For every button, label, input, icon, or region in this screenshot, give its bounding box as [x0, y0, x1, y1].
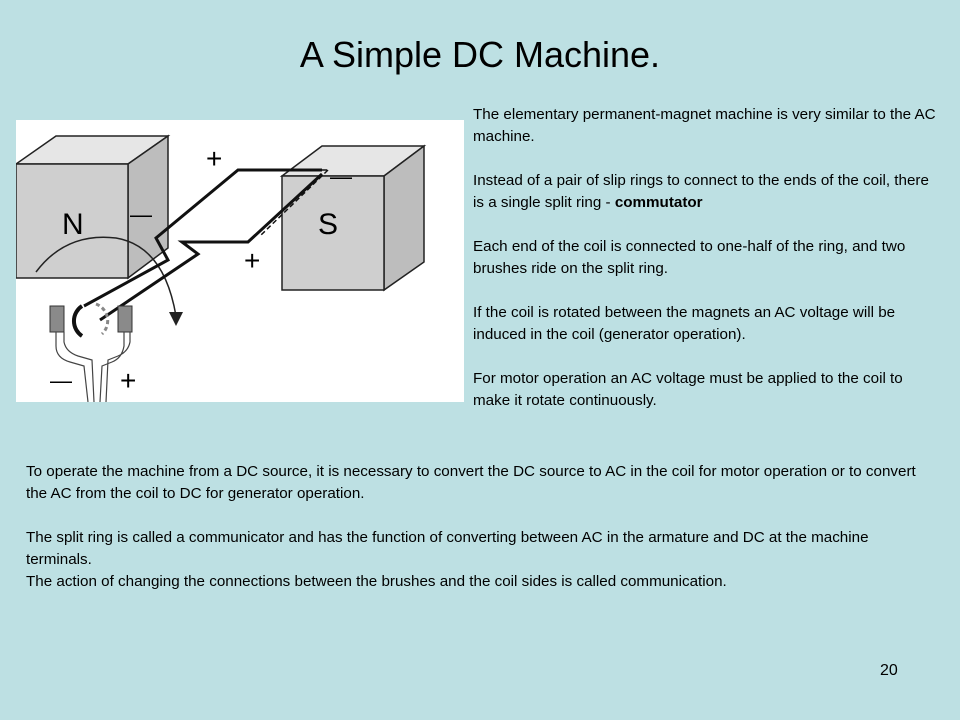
rotation-arrow: [35, 236, 183, 326]
minus-sign-coil-left: —: [130, 202, 152, 227]
right-brush: [117, 305, 133, 333]
plus-sign-coil-top: +: [206, 143, 222, 174]
paragraph-gap: [26, 505, 926, 527]
armature-coil: [83, 168, 329, 322]
minus-sign-terminal: —: [50, 368, 72, 393]
bottom-explanation: To operate the machine from a DC source,…: [26, 461, 926, 593]
page-number: 20: [880, 662, 898, 679]
north-label: N: [62, 208, 84, 241]
plus-sign-coil-bottom: +: [244, 245, 260, 276]
south-label: S: [318, 208, 338, 241]
description-panel: The elementary permanent-magnet machine …: [473, 104, 943, 412]
slide-title: A Simple DC Machine.: [299, 34, 661, 75]
bottom-p1: To operate the machine from a DC source,…: [26, 463, 916, 502]
description-p5: For motor operation an AC voltage must b…: [473, 370, 903, 409]
brush-leads: [55, 332, 131, 402]
commutator-term: commutator: [614, 194, 703, 211]
south-magnet: S: [279, 144, 427, 292]
description-p4: If the coil is rotated between the magne…: [473, 304, 896, 343]
bottom-p2: The split ring is called a communicator …: [26, 529, 869, 568]
dc-machine-diagram: N S: [16, 120, 464, 402]
plus-sign-terminal: +: [120, 365, 136, 396]
bottom-p3: The action of changing the connections b…: [26, 573, 727, 590]
left-brush: [49, 305, 65, 333]
minus-sign-coil-top: —: [330, 164, 352, 189]
description-p2: Instead of a pair of slip rings to conne…: [473, 170, 943, 214]
description-p1: The elementary permanent-magnet machine …: [473, 106, 936, 145]
description-p2-text: Instead of a pair of slip rings to conne…: [473, 172, 929, 211]
split-ring-commutator: [72, 302, 110, 338]
description-p3: Each end of the coil is connected to one…: [473, 238, 906, 277]
